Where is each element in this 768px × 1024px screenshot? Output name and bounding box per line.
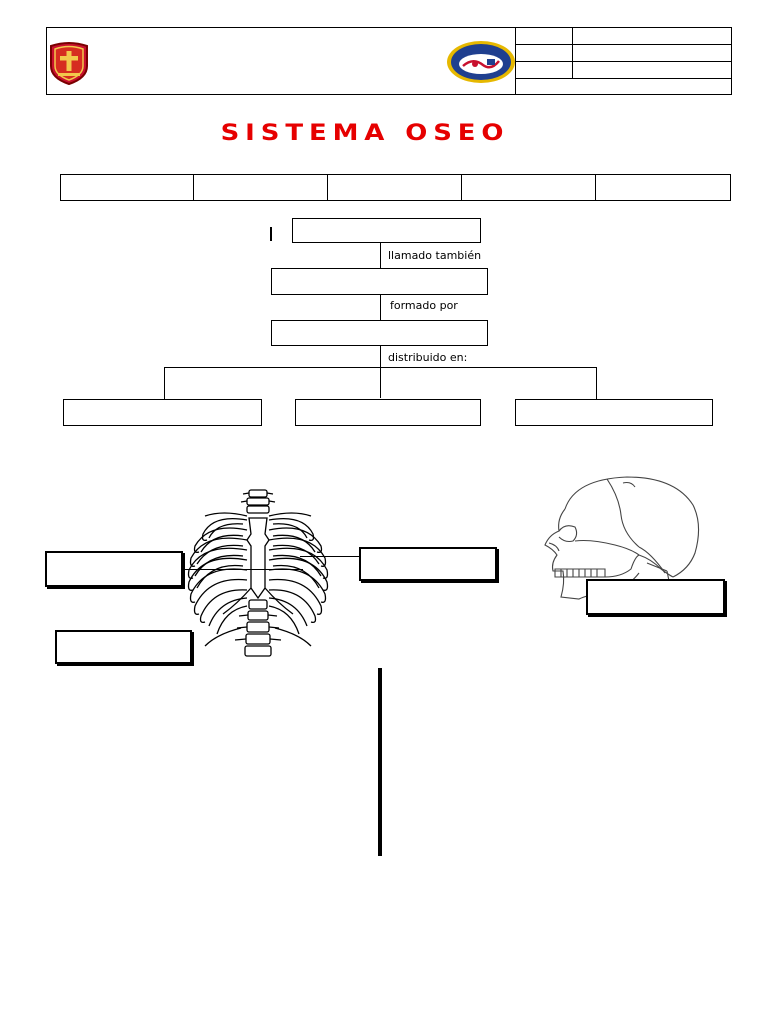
branch-line <box>164 367 597 368</box>
connector-label: llamado también <box>388 249 482 262</box>
connector-line <box>380 243 381 268</box>
connector-line <box>380 346 381 398</box>
answer-row-divider <box>461 174 462 201</box>
header-divider <box>572 27 573 78</box>
skull-label-box[interactable] <box>586 579 725 615</box>
header-row-line <box>515 61 732 62</box>
rib-label-box-left[interactable] <box>45 551 183 587</box>
answer-row-divider <box>595 174 596 201</box>
vertical-divider-bar <box>378 668 382 856</box>
branch-drop <box>596 367 597 399</box>
concept-box-main[interactable] <box>292 218 481 243</box>
branch-drop <box>164 367 165 399</box>
page-title: SISTEMA OSEO <box>220 121 510 146</box>
concept-box-composition[interactable] <box>271 320 488 346</box>
connector-label: distribuido en: <box>388 351 468 364</box>
header-row-line <box>515 78 732 79</box>
school-shield-logo <box>50 42 88 86</box>
concept-box-alias[interactable] <box>271 268 488 295</box>
concept-box-branch-left[interactable] <box>63 399 262 426</box>
rib-cage-illustration <box>187 489 329 657</box>
answer-row-divider <box>193 174 194 201</box>
institution-oval-logo <box>447 41 515 83</box>
rib-label-box-right[interactable] <box>359 547 497 581</box>
cursor-mark <box>270 227 272 241</box>
connector-line <box>380 295 381 320</box>
answer-row-divider <box>327 174 328 201</box>
leader-line <box>183 569 303 570</box>
rib-label-box-lower[interactable] <box>55 630 192 664</box>
header-row-line <box>515 44 732 45</box>
connector-label: formado por <box>390 299 458 312</box>
concept-box-branch-center[interactable] <box>295 399 481 426</box>
answer-row <box>60 174 731 201</box>
concept-box-branch-right[interactable] <box>515 399 713 426</box>
leader-line <box>300 556 359 557</box>
